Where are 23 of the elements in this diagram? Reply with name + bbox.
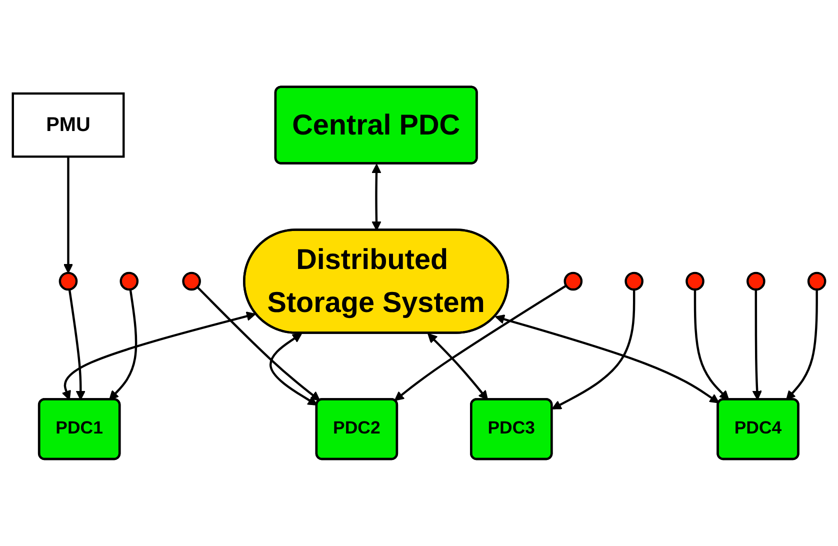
node-circle [182, 272, 201, 291]
node-circle [624, 272, 644, 291]
arrow [428, 333, 488, 400]
node-circle [58, 272, 78, 291]
arrow [752, 290, 762, 400]
node-circle [120, 272, 139, 291]
arrow [495, 314, 720, 404]
arrow [63, 156, 74, 274]
arrow [372, 164, 382, 231]
arrow [109, 289, 138, 400]
node-circle [746, 272, 766, 291]
node-circle [564, 272, 583, 291]
arrow [552, 290, 636, 410]
arrow [270, 333, 318, 406]
arrow [62, 312, 256, 400]
arrow [694, 290, 730, 400]
arrow [68, 289, 86, 400]
node-box: PMU [12, 92, 125, 158]
node-circle [686, 272, 704, 291]
arrow [786, 290, 818, 400]
arrow [196, 286, 320, 401]
node-circle [807, 272, 826, 291]
arrow [394, 284, 567, 401]
